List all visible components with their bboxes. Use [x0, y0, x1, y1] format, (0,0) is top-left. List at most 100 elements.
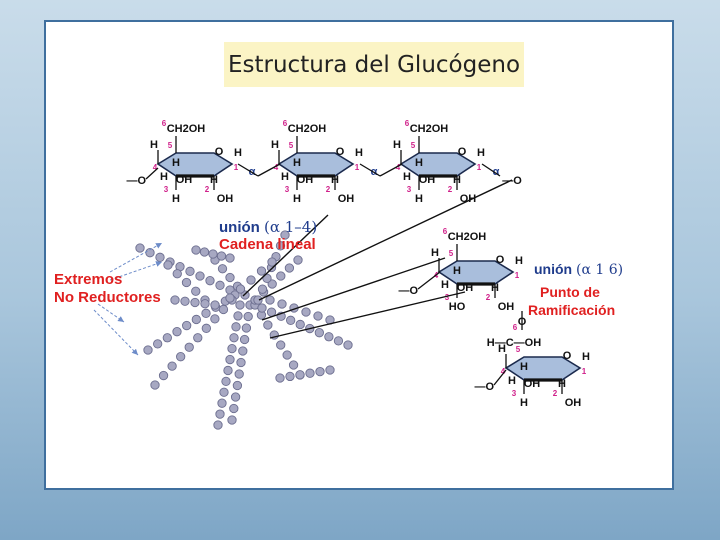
branch-beads-6b — [277, 299, 287, 309]
c5-h: H — [520, 361, 528, 373]
non-reducing-end-arrow-3 — [93, 309, 139, 356]
branch-ring-left-bond: —O — [398, 285, 418, 297]
branch-beads-12 — [191, 245, 201, 255]
branch-beads-4b — [232, 380, 243, 391]
branch-beads-6 — [343, 340, 353, 350]
branch-beads-10 — [275, 373, 285, 383]
carbon-number-1: 1 — [582, 367, 587, 376]
branch-beads-11 — [225, 293, 235, 303]
branch-beads-3 — [158, 370, 169, 381]
branch-beads-2 — [201, 308, 211, 318]
branch-beads-4 — [219, 387, 229, 397]
union-14-label: unión (α 1–4) — [219, 218, 318, 236]
c1-h: H — [582, 351, 590, 363]
c4-h: H — [150, 139, 158, 151]
branch-beads-1 — [135, 243, 145, 253]
c5-h: H — [453, 265, 461, 277]
c1-h: H — [234, 147, 242, 159]
branch-beads-8 — [280, 230, 290, 240]
ring-oxygen: O — [215, 146, 224, 158]
alpha-link-3: α — [493, 166, 500, 178]
branch-beads-7 — [293, 255, 303, 265]
branch-beads-11 — [235, 284, 246, 294]
carbon-number-4: 4 — [153, 163, 158, 172]
lower-left-link — [493, 369, 507, 386]
connector-to-branch — [269, 291, 466, 339]
c2-h: H — [491, 282, 499, 294]
branch-beads-2 — [162, 333, 172, 343]
lower-ring-left-bond: —O — [474, 381, 494, 393]
branch-beads-4b — [229, 403, 239, 414]
carbon-number-2: 2 — [486, 293, 491, 302]
ch2oh-group: CH2OH — [448, 231, 487, 243]
carbon-number-2: 2 — [205, 185, 210, 194]
non-reducing-end-arrow-2 — [97, 303, 125, 323]
ch2oh-group: CH2OH — [410, 123, 449, 135]
connector-to-chain-2 — [258, 179, 513, 301]
branch-beads-1b — [191, 286, 201, 296]
c6-methylene: H—C—OH — [487, 337, 541, 349]
branch-beads-4b — [243, 311, 253, 322]
branch-beads-8 — [257, 284, 268, 294]
link-3a — [481, 163, 501, 177]
branch-beads-6b — [301, 307, 311, 317]
carbon-number-4: 4 — [501, 367, 506, 376]
carbon-number-3: 3 — [407, 185, 412, 194]
branch-beads-4b — [238, 346, 248, 356]
c1-h: H — [477, 147, 485, 159]
branch-beads-3 — [210, 314, 220, 324]
c5-h: H — [172, 157, 180, 169]
branch-beads-4 — [229, 333, 239, 343]
branch-beads-6 — [295, 319, 305, 330]
c3-h: H — [508, 375, 516, 387]
c3-sub: H — [415, 193, 423, 205]
branch-beads-2 — [182, 320, 192, 331]
ring-oxygen: O — [563, 350, 572, 362]
branch-beads-3 — [218, 304, 229, 315]
branch-beads-5 — [288, 360, 299, 370]
glucose-ring-3 — [437, 260, 515, 286]
c2-oh: OH — [498, 301, 515, 313]
o6-oxygen: O — [518, 316, 527, 328]
branch-beads-2 — [191, 314, 201, 325]
branch-beads-11 — [246, 275, 256, 285]
branch-beads-1b — [163, 260, 173, 270]
carbon-number-1: 1 — [477, 163, 482, 172]
connector-to-branch-2 — [261, 257, 446, 321]
c2-h: H — [453, 174, 461, 186]
branch-beads-4b — [230, 392, 241, 402]
branch-beads-6 — [333, 336, 344, 346]
c2-h: H — [210, 174, 218, 186]
branch-beads-12 — [225, 253, 235, 263]
c3-sub: HO — [449, 301, 466, 313]
branch-beads-6b — [313, 311, 323, 321]
glucose-ring-1 — [277, 152, 355, 178]
c2-h: H — [558, 378, 566, 390]
link-1a — [237, 163, 259, 177]
branch-beads-2 — [143, 345, 153, 355]
branch-beads-3 — [176, 352, 186, 362]
carbon-number-2: 2 — [326, 185, 331, 194]
branch-beads-1 — [195, 271, 205, 281]
branch-beads-3 — [150, 380, 160, 390]
branch-beads-6 — [314, 328, 324, 338]
branch-beads-2 — [153, 339, 163, 349]
linear-chain-label: Cadena lineal — [219, 236, 316, 253]
c3-h: H — [403, 171, 411, 183]
carbon-number-4: 4 — [274, 163, 279, 172]
carbon-number-5: 5 — [411, 141, 416, 150]
c5-h: H — [415, 157, 423, 169]
branch-beads-3 — [201, 323, 211, 333]
carbon-number-4: 4 — [396, 163, 401, 172]
link-left — [145, 167, 159, 180]
ch2oh-group: CH2OH — [167, 123, 206, 135]
branch-beads-7 — [276, 271, 286, 281]
branch-beads-1b — [181, 277, 192, 288]
branch-beads-1 — [205, 276, 215, 286]
c2-oh: OH — [217, 193, 234, 205]
branch-beads-5 — [282, 350, 292, 360]
chain-continue-bond: —O — [502, 175, 522, 187]
branch-beads-11 — [267, 257, 277, 267]
carbon-number-6: 6 — [162, 119, 167, 128]
branch-beads-3 — [193, 333, 203, 343]
